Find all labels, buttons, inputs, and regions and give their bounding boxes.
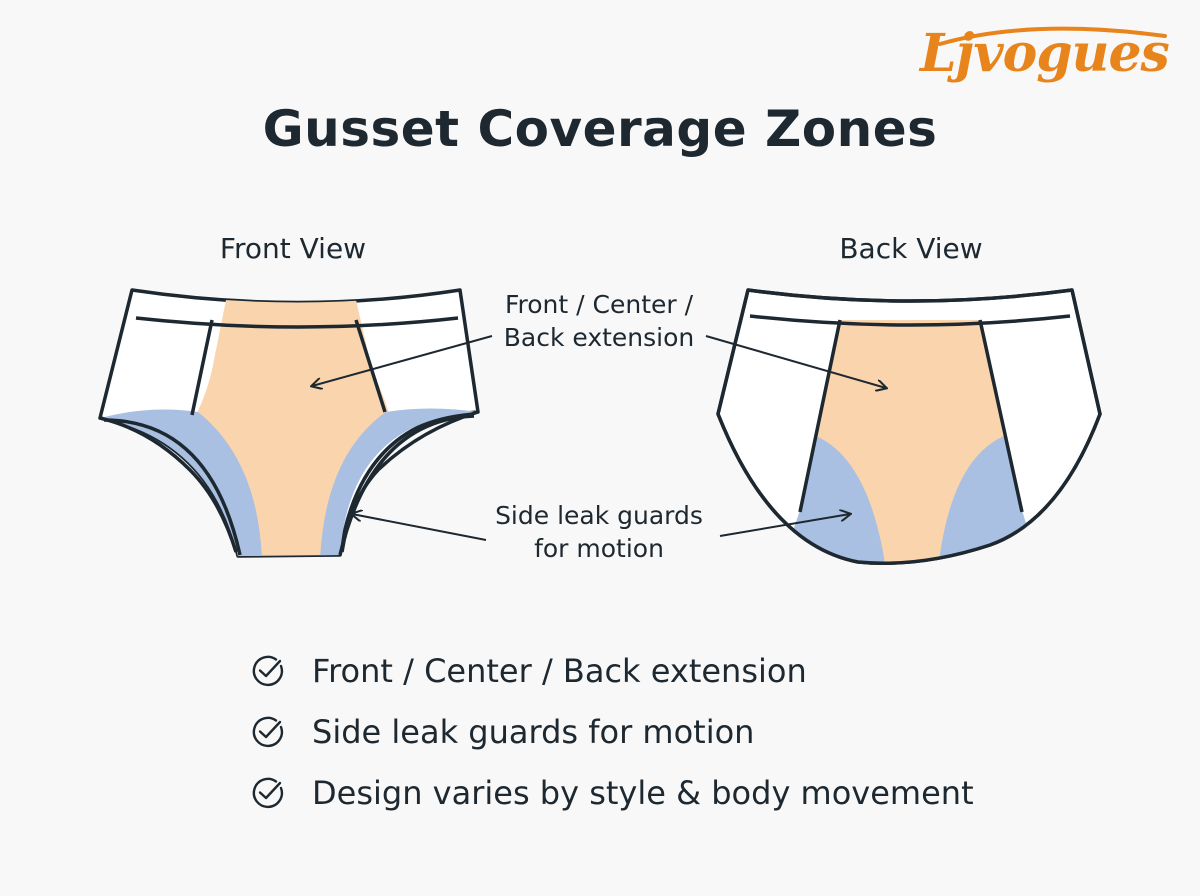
logo-swoosh (938, 26, 1167, 46)
feature-item: Design varies by style & body movement (250, 762, 974, 823)
page-title: Gusset Coverage Zones (262, 100, 938, 158)
front-view-label: Front View (219, 232, 367, 265)
callout-gusset-extension: Front / Center / Back extension (449, 288, 749, 354)
check-circle-icon (252, 716, 284, 747)
arrow-front-gusset (312, 335, 493, 386)
arrow-front-guard (352, 514, 487, 541)
feature-text: Side leak guards for motion (312, 712, 755, 751)
callout-guards-line2: for motion (534, 534, 664, 563)
feature-item: Front / Center / Back extension (250, 640, 974, 701)
callout-gusset-line2: Back extension (503, 323, 695, 352)
brand-logo: Ljvogues (920, 23, 1170, 84)
check-circle-icon (252, 655, 284, 686)
callout-guards-line1: Side leak guards (495, 501, 703, 530)
feature-text: Design varies by style & body movement (312, 773, 974, 812)
callout-side-guards: Side leak guards for motion (449, 499, 749, 565)
back-view-briefs (716, 288, 1102, 565)
check-circle-icon (252, 777, 284, 808)
feature-item: Side leak guards for motion (250, 701, 974, 762)
arrow-back-guard (719, 514, 850, 537)
feature-text: Front / Center / Back extension (312, 651, 807, 690)
back-view-label: Back View (839, 232, 983, 265)
feature-list: Front / Center / Back extension Side lea… (250, 640, 974, 823)
callout-arrows (312, 335, 886, 541)
back-left-side-guard (780, 436, 886, 564)
arrow-back-gusset (705, 335, 886, 388)
callout-gusset-line1: Front / Center / (504, 290, 694, 319)
front-view-briefs (98, 288, 480, 558)
